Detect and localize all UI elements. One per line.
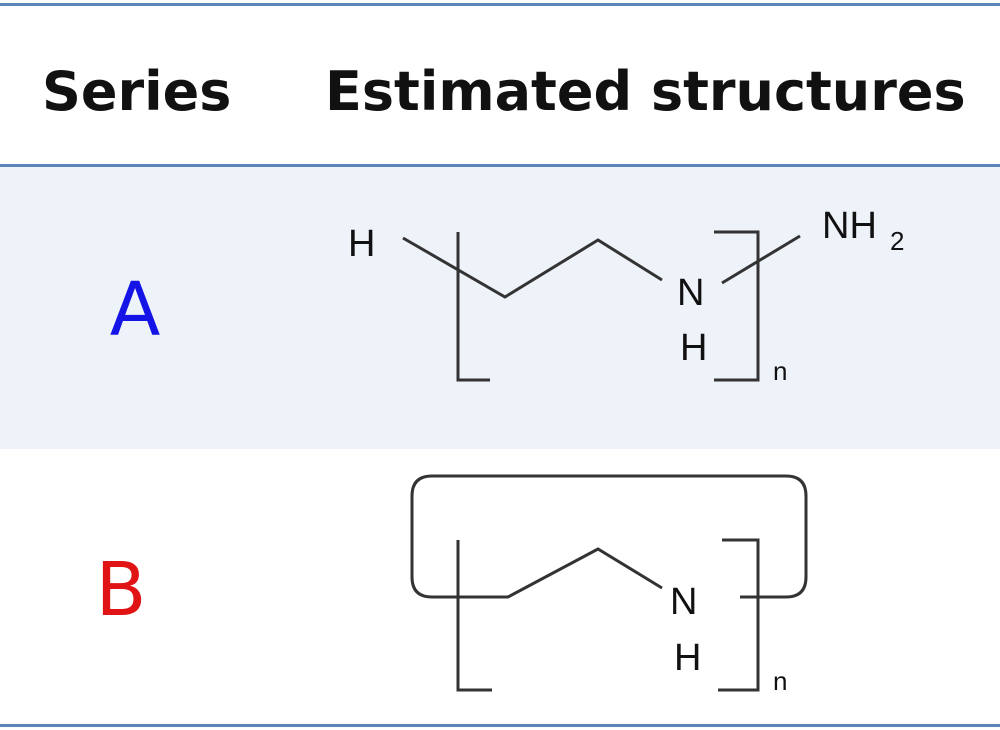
repeat-index: n (773, 356, 787, 386)
series-label-b: B (95, 547, 147, 633)
amine-n: N (677, 272, 704, 314)
end-group-subscript: 2 (890, 226, 904, 256)
top-rule (0, 3, 1000, 6)
series-label-a: A (109, 267, 161, 353)
amine-n: N (670, 581, 697, 623)
header-rule (0, 164, 1000, 167)
end-group-h: H (348, 223, 375, 265)
right-bracket (714, 230, 760, 382)
left-bracket (456, 540, 492, 692)
left-bracket (456, 232, 490, 382)
structure-a: H N H n NH 2 (348, 205, 904, 386)
ring-loop (410, 474, 808, 599)
row-a-background (0, 167, 1000, 449)
repeat-index: n (773, 666, 787, 696)
structure-b: N H n (410, 474, 808, 696)
column-header-series: Series (42, 60, 232, 123)
right-bracket (718, 538, 760, 692)
bottom-rule (0, 724, 1000, 727)
backbone-bonds (402, 236, 663, 299)
terminal-bond (721, 234, 801, 285)
end-group-nh: NH (822, 205, 877, 247)
backbone-bonds (455, 547, 663, 599)
amine-h: H (674, 637, 701, 679)
amine-h: H (680, 327, 707, 369)
column-header-structures: Estimated structures (325, 60, 966, 123)
